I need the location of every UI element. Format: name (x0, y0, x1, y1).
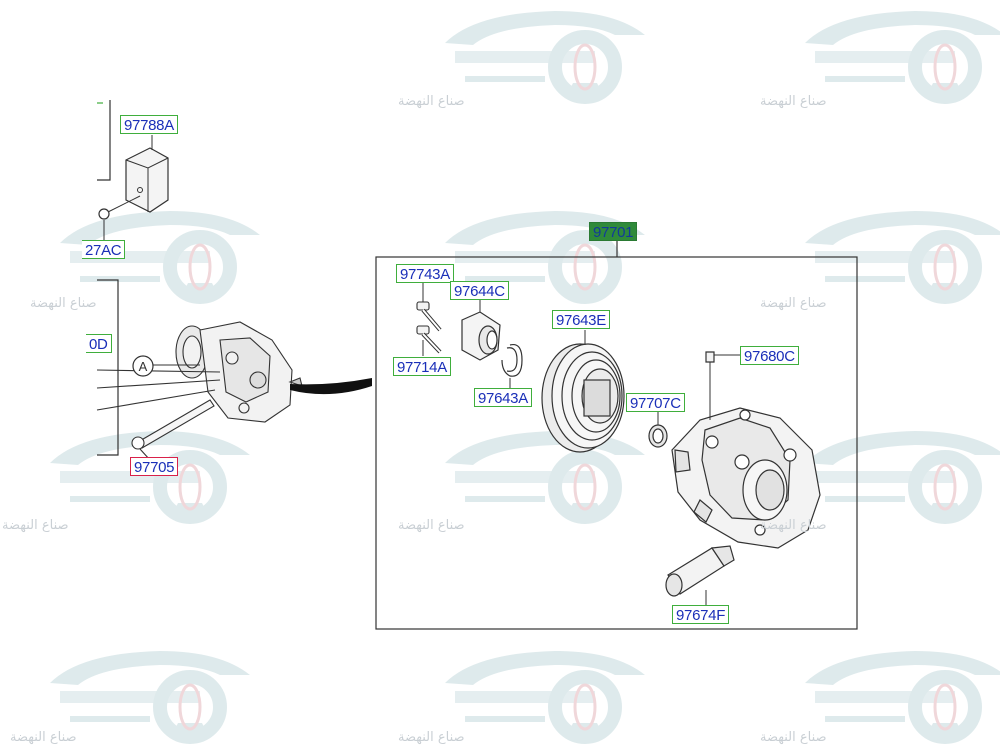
callout-27AC[interactable]: 27AC (82, 240, 126, 259)
watermark-text: صناع النهضة (760, 518, 827, 533)
left-compressor-assembly (96, 321, 303, 461)
reference-circle-A (132, 355, 154, 377)
callout-97643E[interactable]: 97643E (552, 310, 610, 329)
watermark-text: صناع النهضة (398, 94, 465, 109)
callout-97705[interactable]: 97705 (130, 457, 179, 476)
snap-ring (501, 343, 523, 390)
callout-97701[interactable]: 97701 (589, 222, 638, 241)
watermark-text: صناع النهضة (760, 94, 827, 109)
callout-97680C[interactable]: 97680C (740, 346, 799, 365)
callout-0D[interactable]: 0D (86, 334, 112, 353)
callout-97643A[interactable]: 97643A (474, 388, 532, 407)
pressure-switch (665, 545, 735, 605)
compressor-body (671, 351, 821, 549)
left-frame (97, 100, 119, 456)
reference-label-A: A (139, 359, 148, 374)
bolts (416, 283, 442, 356)
watermark-text: صناع النهضة (398, 518, 465, 533)
watermark-text: صناع النهضة (10, 730, 77, 745)
callout-97644C[interactable]: 97644C (450, 281, 509, 300)
assembly-leader (290, 378, 372, 395)
pulley (541, 330, 625, 453)
watermark-text: صناع النهضة (2, 518, 69, 533)
hub-plate (461, 300, 501, 361)
shaft-seal (648, 411, 668, 448)
callout-97674F[interactable]: 97674F (672, 605, 730, 624)
bracket-97788A (98, 135, 169, 240)
callout-97788A[interactable]: 97788A (120, 115, 178, 134)
watermark-text: صناع النهضة (760, 296, 827, 311)
callout-97743A[interactable]: 97743A (396, 264, 454, 283)
callout-97714A[interactable]: 97714A (393, 357, 451, 376)
watermark-text: صناع النهضة (398, 730, 465, 745)
watermark-text: صناع النهضة (30, 296, 97, 311)
watermark-text: صناع النهضة (760, 730, 827, 745)
callout-97707C[interactable]: 97707C (626, 393, 685, 412)
